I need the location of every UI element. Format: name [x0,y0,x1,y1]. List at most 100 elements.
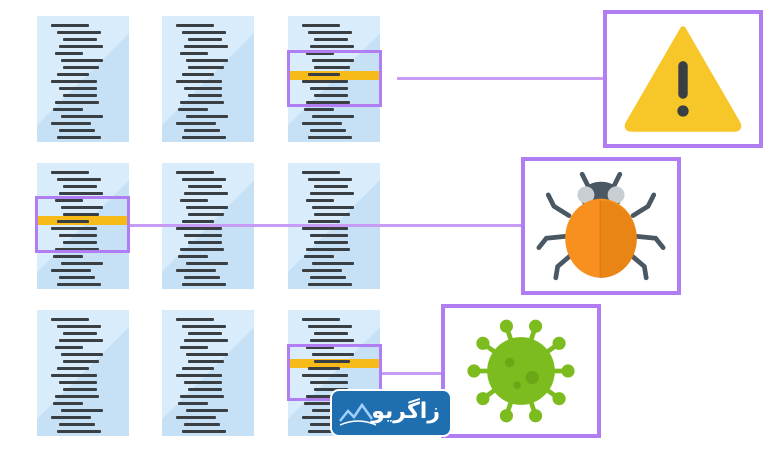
focus-box-row2 [35,196,130,253]
code-line [314,38,348,41]
code-line [302,122,342,125]
code-line [304,108,334,111]
code-line [308,220,340,223]
code-line [176,318,214,321]
icon-frame-bug [521,157,681,295]
code-line [184,192,228,195]
code-line [176,24,214,27]
code-line [182,73,214,76]
code-line [306,248,350,251]
code-line [63,66,99,69]
code-line [51,269,91,272]
code-line [57,73,89,76]
code-line [178,108,208,111]
code-line [61,206,103,209]
code-line [314,241,348,244]
code-line [176,80,222,83]
code-line [61,353,103,356]
code-line [55,52,83,55]
bug-icon [536,171,666,281]
code-line [182,220,214,223]
code-line [59,423,95,426]
code-line [63,213,99,216]
code-line [314,94,348,97]
code-line [55,199,83,202]
code-line [59,339,103,342]
code-line [57,367,89,370]
virus-icon [467,319,575,423]
code-line [310,45,354,48]
code-line [314,213,350,216]
code-line [312,59,354,62]
code-line [63,38,97,41]
code-line [306,52,334,55]
code-line [57,31,101,34]
code-line [53,255,83,258]
highlighted-code-line [288,359,380,368]
code-line [176,227,222,230]
code-line [314,185,348,188]
code-line [180,395,224,398]
code-line [302,80,348,83]
code-line [176,269,216,272]
code-line [51,318,89,321]
code-line [176,171,214,174]
code-line [55,248,99,251]
code-line [310,423,346,426]
code-line [184,423,220,426]
code-line [188,185,222,188]
code-line [182,325,226,328]
code-line [59,276,95,279]
code-document-r2-c1 [37,163,129,289]
code-line [180,101,224,104]
code-line [182,430,226,433]
code-line [61,262,103,265]
code-line [310,192,354,195]
code-line [180,52,208,55]
code-line [188,94,222,97]
icon-frame-virus [441,304,601,438]
code-line [51,171,89,174]
code-document-r1-c3 [288,16,380,142]
code-line [180,199,208,202]
code-line [184,87,222,90]
code-line [176,374,222,377]
code-document-r1-c1 [37,16,129,142]
code-line [178,255,208,258]
wave-logo-icon [339,402,377,426]
code-line [180,346,208,349]
code-line [312,115,354,118]
code-line [182,367,214,370]
code-line [302,24,340,27]
code-line [184,339,228,342]
code-line [308,367,340,370]
code-line [302,318,340,321]
code-line [51,24,89,27]
code-line [314,388,348,391]
watermark-logo: زاگریو [330,389,452,437]
code-line [51,416,91,419]
code-document-r3-c2 [162,310,254,436]
code-line [59,234,97,237]
code-line [53,108,83,111]
code-line [51,122,91,125]
code-line [310,234,348,237]
code-line [61,59,103,62]
code-line [188,38,222,41]
code-line [312,353,354,356]
code-line [59,129,95,132]
code-line [63,360,99,363]
code-line [304,255,334,258]
connector-row3 [382,372,444,375]
code-line [61,409,103,412]
code-line [308,283,352,286]
code-line [188,213,224,216]
code-line [51,80,97,83]
code-line [302,416,342,419]
code-line [314,66,350,69]
code-line [314,332,348,335]
code-line [306,395,350,398]
code-line [186,409,228,412]
code-line [59,87,97,90]
focus-box-row1 [287,50,382,107]
